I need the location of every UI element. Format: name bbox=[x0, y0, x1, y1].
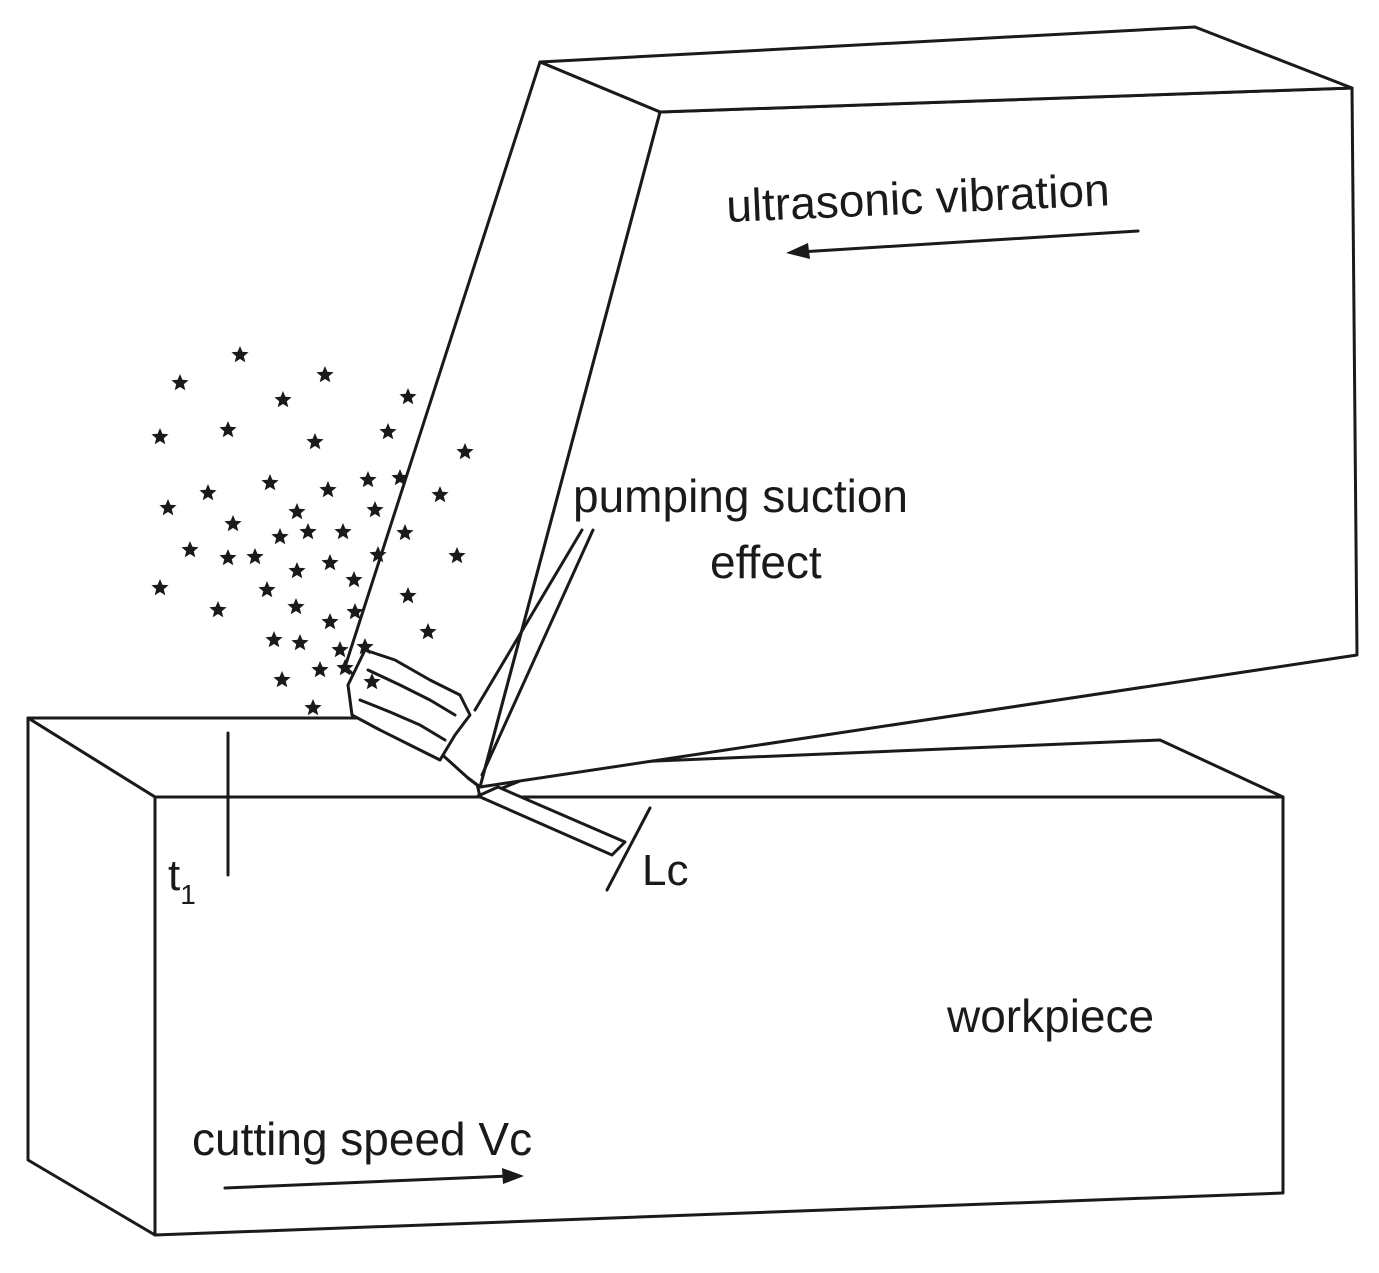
debris-particle bbox=[288, 562, 306, 579]
debris-particle bbox=[359, 471, 377, 488]
debris-particle bbox=[363, 673, 381, 690]
workpiece-left-face bbox=[26, 716, 157, 1237]
debris-particle bbox=[399, 388, 417, 405]
debris-particle bbox=[151, 579, 169, 596]
debris-particle bbox=[334, 523, 352, 540]
cutting-tool bbox=[343, 25, 1359, 789]
debris-particle bbox=[419, 623, 437, 640]
debris-particle bbox=[366, 501, 384, 518]
cutting-speed-arrow bbox=[223, 1168, 524, 1190]
debris-particle bbox=[321, 554, 339, 571]
debris-particle bbox=[345, 571, 363, 588]
t1-label: t1 bbox=[168, 851, 196, 910]
debris-particle bbox=[271, 528, 289, 545]
tool-cutting-edge bbox=[466, 776, 482, 789]
debris-particle bbox=[369, 546, 387, 563]
debris-particle bbox=[346, 603, 364, 620]
debris-particle bbox=[199, 484, 217, 501]
pumping-suction-leaders bbox=[473, 528, 595, 777]
debris-particle bbox=[299, 523, 317, 540]
debris-particle bbox=[209, 601, 227, 618]
debris-particle bbox=[258, 581, 276, 598]
debris-particle bbox=[231, 346, 249, 363]
debris-particle bbox=[456, 443, 474, 460]
pumping-suction-label-line1: pumping suction bbox=[573, 470, 908, 522]
debris-particle bbox=[321, 613, 339, 630]
debris-particle bbox=[319, 481, 337, 498]
chip bbox=[346, 648, 472, 762]
debris-particle bbox=[151, 428, 169, 445]
workpiece-block bbox=[26, 716, 1285, 1237]
contact-length-marker bbox=[476, 785, 652, 892]
debris-particle bbox=[274, 391, 292, 408]
debris-particle bbox=[331, 641, 349, 658]
debris-particle bbox=[273, 671, 291, 688]
debris-particle bbox=[396, 524, 414, 541]
debris-particle bbox=[306, 433, 324, 450]
debris-particle bbox=[287, 598, 305, 615]
debris-particle bbox=[219, 421, 237, 438]
debris-particle bbox=[291, 634, 309, 651]
debris-particle bbox=[181, 541, 199, 558]
debris-particle bbox=[159, 499, 177, 516]
debris-particle bbox=[431, 486, 449, 503]
debris-particles bbox=[151, 346, 474, 716]
debris-particle bbox=[304, 699, 322, 716]
pumping-suction-label-line2: effect bbox=[710, 536, 822, 588]
debris-particle bbox=[356, 638, 374, 655]
ultrasonic-vibration-arrow bbox=[786, 229, 1140, 259]
debris-particle bbox=[391, 469, 409, 486]
debris-particle bbox=[311, 661, 329, 678]
debris-particle bbox=[336, 659, 354, 676]
debris-particle bbox=[261, 474, 279, 491]
debris-particle bbox=[379, 423, 397, 440]
debris-particle bbox=[246, 548, 264, 565]
lc-label: Lc bbox=[642, 846, 688, 895]
chip-inner-line bbox=[366, 668, 457, 717]
debris-particle bbox=[288, 503, 306, 520]
debris-particle bbox=[265, 631, 283, 648]
cutting-speed-label: cutting speed Vc bbox=[192, 1113, 532, 1165]
debris-particle bbox=[224, 515, 242, 532]
debris-particle bbox=[171, 374, 189, 391]
debris-particle bbox=[399, 587, 417, 604]
chip-inner-line-2 bbox=[358, 698, 447, 742]
debris-particle bbox=[219, 549, 237, 566]
workpiece-label: workpiece bbox=[946, 990, 1154, 1042]
chip-body bbox=[346, 648, 472, 762]
debris-particle bbox=[316, 366, 334, 383]
debris-particle bbox=[448, 547, 466, 564]
